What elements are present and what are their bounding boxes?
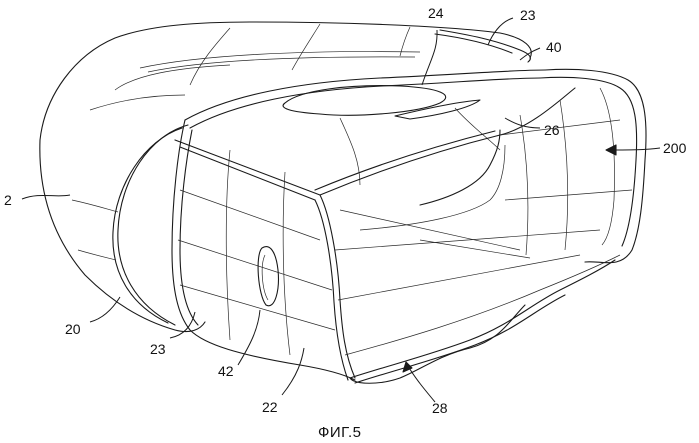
ref-23-bottom: 23 — [150, 341, 166, 357]
ref-22: 22 — [262, 399, 278, 415]
ref-40: 40 — [546, 39, 562, 55]
reference-labels: 2 20 23 42 22 28 24 23 40 26 200 — [4, 5, 687, 416]
ref-28: 28 — [432, 400, 448, 416]
ref-2: 2 — [4, 192, 12, 208]
ref-200: 200 — [663, 140, 687, 156]
ref-42: 42 — [218, 363, 234, 379]
leader-22 — [282, 348, 304, 395]
ref-26: 26 — [544, 122, 560, 138]
ref-20: 20 — [65, 321, 81, 337]
figure-caption: ФИГ.5 — [318, 424, 362, 441]
leader-200 — [610, 148, 660, 150]
outer-housing — [40, 22, 531, 332]
leader-28 — [408, 366, 435, 402]
ref-23-top: 23 — [520, 7, 536, 23]
ref-24: 24 — [428, 5, 444, 21]
top-opening — [185, 70, 545, 185]
leader-24 — [422, 30, 437, 85]
inner-module — [172, 69, 646, 383]
